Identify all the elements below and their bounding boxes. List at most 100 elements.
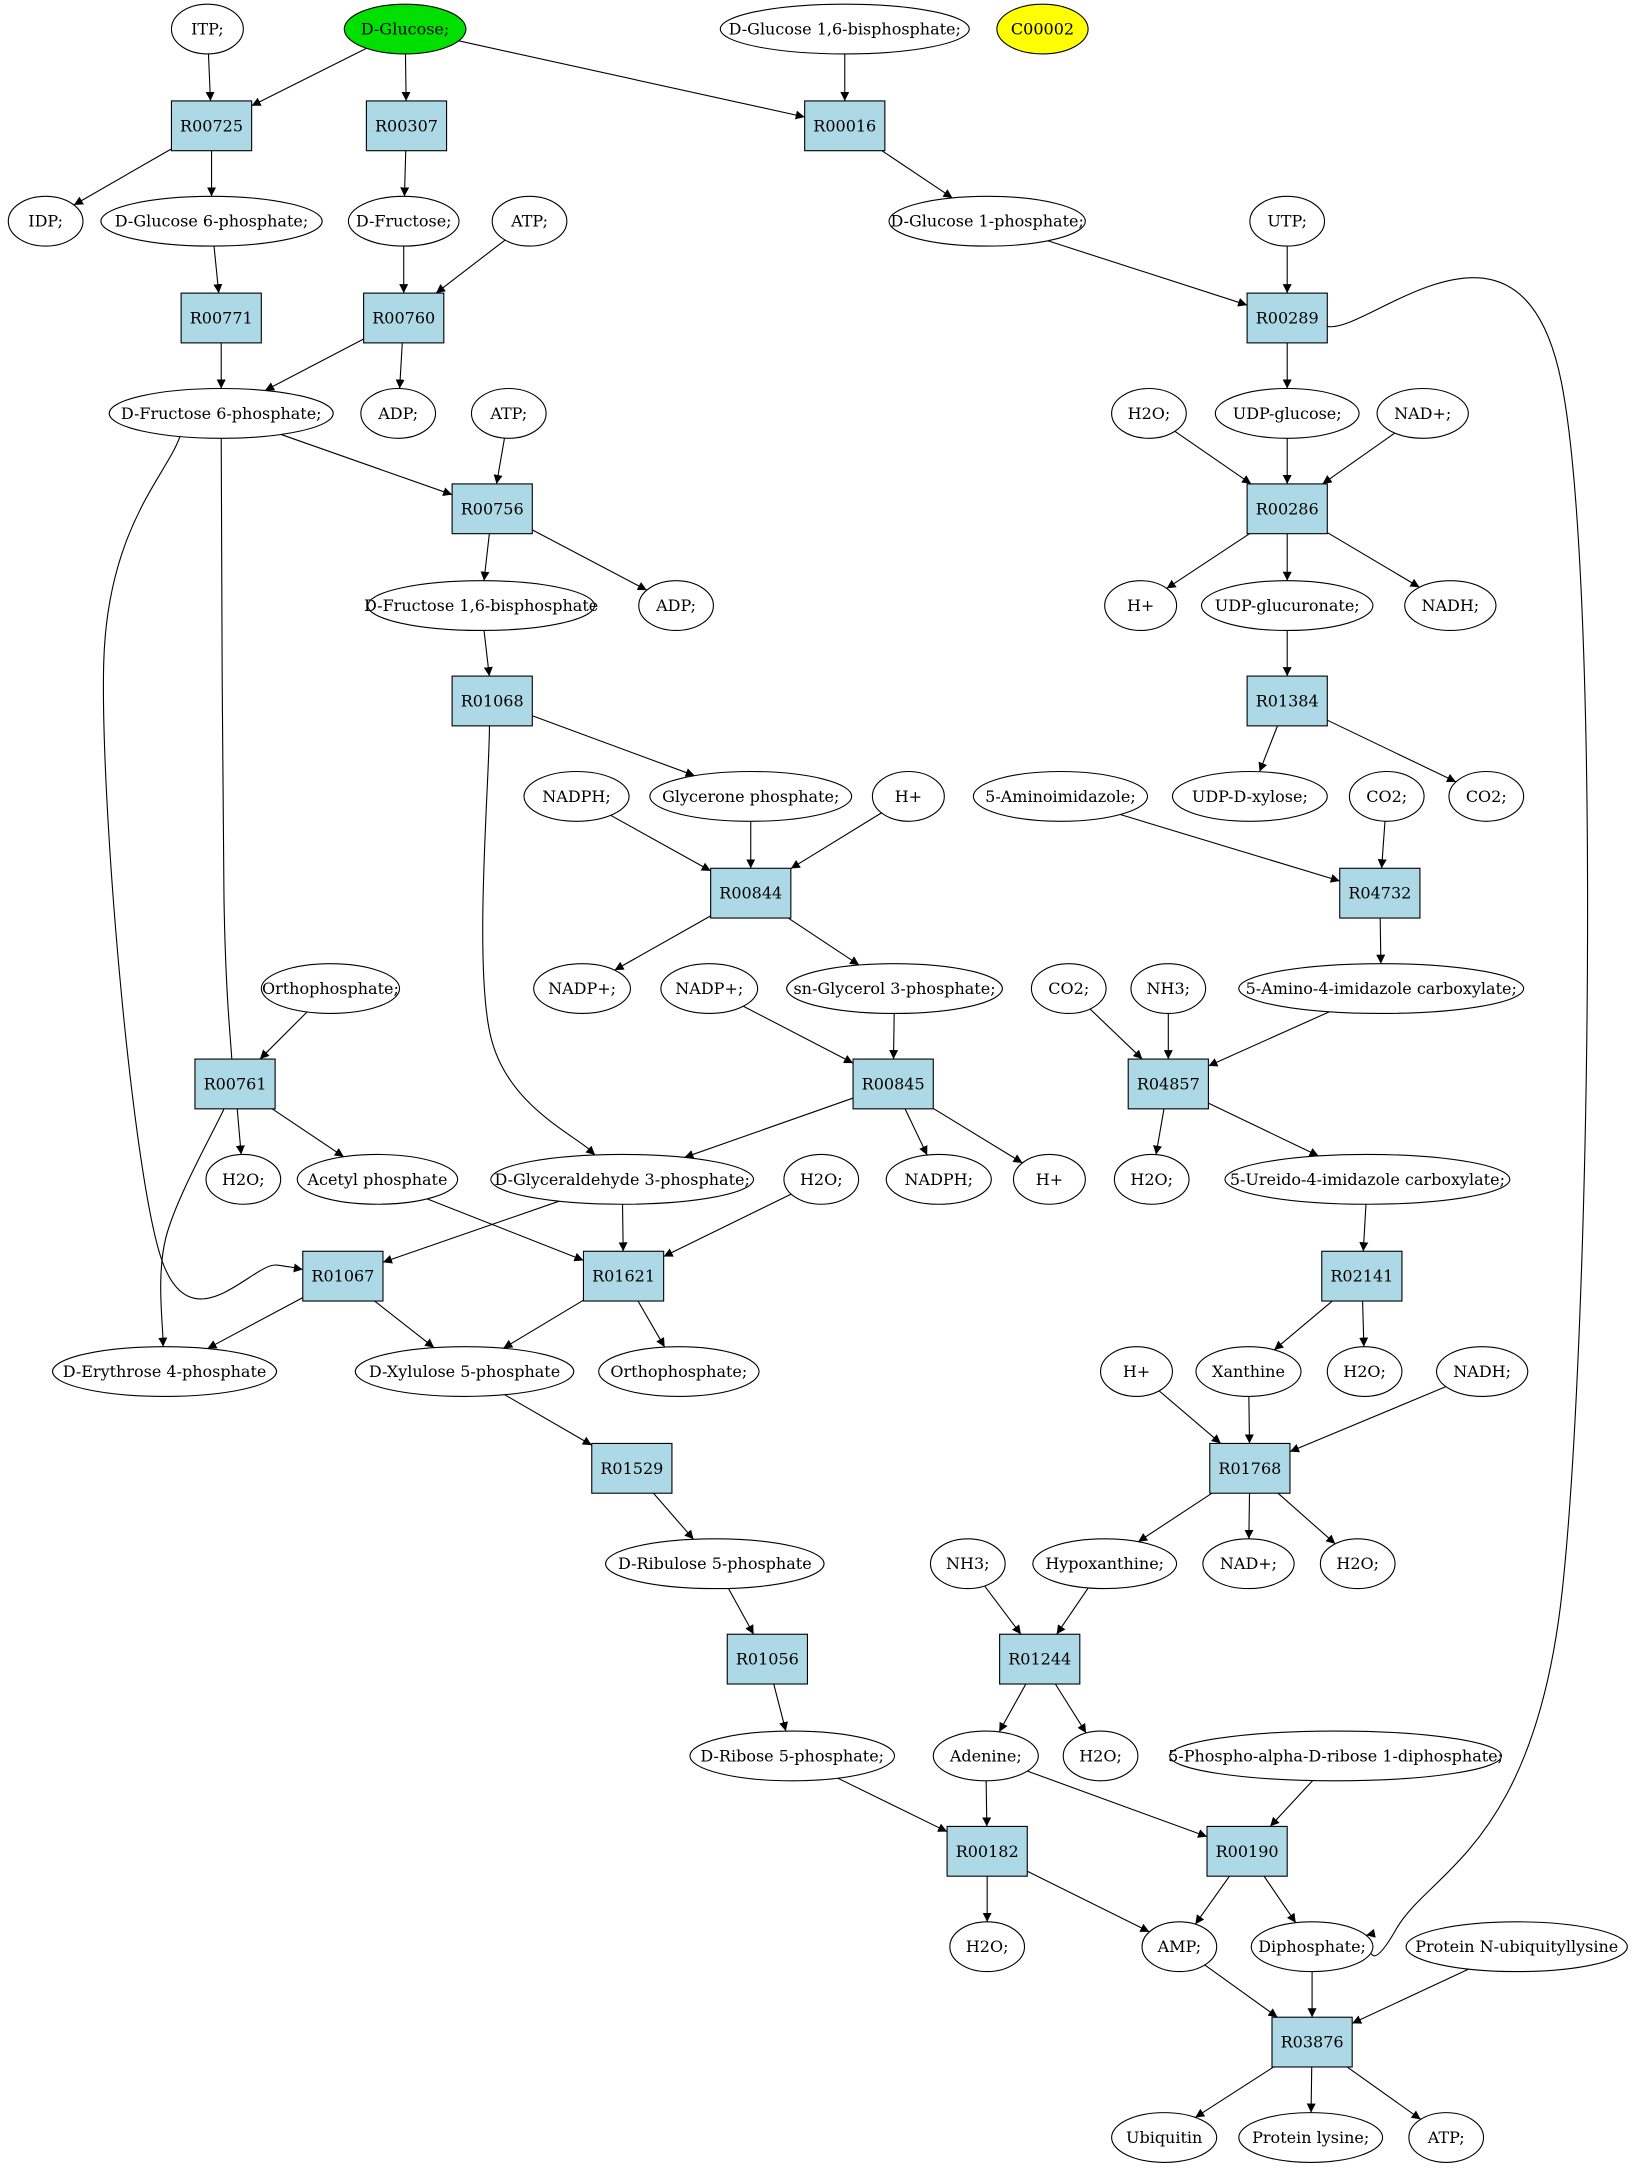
compound-node-nad1[interactable]: NAD+;: [1376, 387, 1469, 439]
compound-node-udpxyl[interactable]: UDP-D-xylose;: [1171, 770, 1328, 822]
compound-node-nh3_b[interactable]: NH3;: [929, 1538, 1006, 1590]
compound-node-protlys[interactable]: Protein lysine;: [1238, 2112, 1384, 2163]
edge-r_R01056-to-c_r5p: [773, 1683, 788, 1732]
compound-node-adp1[interactable]: ADP;: [360, 387, 437, 439]
compound-node-f6p[interactable]: D-Fructose 6-phosphate;: [108, 387, 334, 439]
compound-node-e4p[interactable]: D-Erythrose 4-phosphate: [51, 1346, 278, 1397]
compound-node-co2_b[interactable]: CO2;: [1448, 770, 1525, 822]
reaction-node-r01068[interactable]: R01068: [451, 675, 533, 727]
edge-c_f6p-to-r_R00761: [220, 402, 237, 1079]
compound-node-atp3[interactable]: ATP;: [1408, 2112, 1485, 2163]
reaction-node-r00307[interactable]: R00307: [365, 100, 448, 152]
compound-node-nadph1[interactable]: NADPH;: [523, 770, 630, 822]
reaction-node-r00289[interactable]: R00289: [1246, 292, 1328, 344]
edge-r_R00725-to-c_idp: [73, 148, 172, 206]
compound-node-gnp[interactable]: Glycerone phosphate;: [649, 770, 853, 822]
compound-node-prpp[interactable]: 5-Phospho-alpha-D-ribose 1-diphosphate;: [1168, 1730, 1503, 1782]
compound-node-idp[interactable]: IDP;: [7, 195, 84, 247]
node-label: R00760: [372, 308, 435, 327]
node-label: Xanthine: [1212, 1362, 1285, 1381]
compound-node-aminoimid[interactable]: 5-Aminoimidazole;: [972, 770, 1149, 822]
compound-node-gap[interactable]: D-Glyceraldehyde 3-phosphate;: [490, 1153, 755, 1205]
edge-c_uicarb-to-r_R02141: [1359, 1204, 1369, 1252]
reaction-node-r00182[interactable]: R00182: [946, 1825, 1028, 1877]
compound-node-hp_d[interactable]: H+: [1100, 1346, 1173, 1397]
compound-node-hp_c[interactable]: H+: [1012, 1153, 1086, 1205]
compound-ellipse: [1214, 387, 1360, 439]
reaction-node-r01384[interactable]: R01384: [1246, 675, 1328, 727]
reaction-node-r01244[interactable]: R01244: [999, 1633, 1081, 1685]
reaction-node-r04857[interactable]: R04857: [1127, 1058, 1209, 1110]
reaction-node-r00844[interactable]: R00844: [710, 867, 792, 919]
compound-node-g3p[interactable]: sn-Glycerol 3-phosphate;: [786, 963, 1003, 1014]
compound-node-r5p[interactable]: D-Ribose 5-phosphate;: [689, 1730, 896, 1782]
compound-node-xanthine[interactable]: Xanthine: [1195, 1346, 1302, 1397]
compound-node-h2o_c[interactable]: H2O;: [783, 1153, 860, 1205]
compound-node-adp2[interactable]: ADP;: [638, 580, 714, 632]
compound-node-nad2[interactable]: NAD+;: [1202, 1538, 1295, 1590]
compound-node-adenine[interactable]: Adenine;: [932, 1730, 1039, 1782]
compound-node-nadh1[interactable]: NADH;: [1404, 580, 1497, 632]
reaction-node-r01529[interactable]: R01529: [591, 1442, 673, 1494]
compound-node-h2o_f[interactable]: H2O;: [1319, 1538, 1396, 1590]
reaction-node-r01768[interactable]: R01768: [1209, 1442, 1291, 1494]
reaction-node-r00761[interactable]: R00761: [194, 1058, 276, 1110]
compound-node-utp[interactable]: UTP;: [1249, 195, 1326, 247]
reaction-node-r00771[interactable]: R00771: [180, 292, 262, 344]
node-label: ADP;: [655, 596, 696, 615]
compound-node-nadph2[interactable]: NADPH;: [885, 1153, 992, 1205]
edge-c_f16bp-to-r_R01068: [483, 630, 493, 677]
reaction-node-r00286[interactable]: R00286: [1246, 483, 1328, 535]
compound-node-udpglc[interactable]: UDP-glucose;: [1214, 387, 1360, 439]
compound-node-udpglcua[interactable]: UDP-glucuronate;: [1200, 580, 1374, 632]
compound-node-acetylp[interactable]: Acetyl phosphate: [296, 1153, 459, 1205]
compound-node-c00002[interactable]: C00002: [996, 3, 1089, 55]
reaction-node-r01056[interactable]: R01056: [726, 1633, 808, 1685]
compound-node-fructose[interactable]: D-Fructose;: [347, 195, 460, 247]
compound-node-hp_a[interactable]: H+: [1104, 580, 1178, 632]
compound-node-amp[interactable]: AMP;: [1141, 1921, 1218, 1973]
reaction-node-r01067[interactable]: R01067: [302, 1250, 384, 1302]
reaction-node-r00756[interactable]: R00756: [451, 483, 533, 535]
reaction-node-r04732[interactable]: R04732: [1339, 867, 1421, 919]
compound-node-g16bp[interactable]: D-Glucose 1,6-bisphosphate;: [719, 3, 970, 55]
reaction-node-r00725[interactable]: R00725: [170, 100, 253, 152]
compound-node-x5p[interactable]: D-Xylulose 5-phosphate: [354, 1346, 575, 1397]
compound-node-co2_c[interactable]: CO2;: [1030, 963, 1107, 1014]
compound-node-nadp2[interactable]: NADP+;: [660, 963, 759, 1014]
compound-node-h2o_e[interactable]: H2O;: [1326, 1346, 1403, 1397]
compound-node-g6p[interactable]: D-Glucose 6-phosphate;: [100, 195, 323, 247]
compound-node-nh3_a[interactable]: NH3;: [1130, 963, 1207, 1014]
compound-node-co2_a[interactable]: CO2;: [1348, 770, 1425, 822]
compound-node-aicarb[interactable]: 5-Amino-4-imidazole carboxylate;: [1238, 963, 1525, 1014]
compound-node-ru5p[interactable]: D-Ribulose 5-phosphate: [605, 1538, 825, 1590]
reaction-node-r00016[interactable]: R00016: [804, 100, 886, 152]
reaction-node-r01621[interactable]: R01621: [582, 1250, 665, 1302]
compound-node-diphos[interactable]: Diphosphate;: [1250, 1921, 1374, 1973]
compound-node-hp_b[interactable]: H+: [871, 770, 945, 822]
reaction-node-r03876[interactable]: R03876: [1271, 2016, 1353, 2068]
compound-node-h2o_b[interactable]: H2O;: [205, 1153, 282, 1205]
compound-node-h2o_a[interactable]: H2O;: [1111, 387, 1187, 439]
compound-node-protubq[interactable]: Protein N-ubiquityllysine: [1405, 1921, 1628, 1973]
compound-node-g1p[interactable]: D-Glucose 1-phosphate;: [888, 195, 1086, 247]
reaction-node-r00845[interactable]: R00845: [852, 1058, 934, 1110]
compound-node-nadp1[interactable]: NADP+;: [533, 963, 632, 1014]
compound-node-itp[interactable]: ITP;: [170, 3, 244, 55]
compound-node-glucose[interactable]: D-Glucose;: [343, 3, 467, 55]
compound-node-atp1[interactable]: ATP;: [491, 195, 568, 247]
compound-node-nadh2[interactable]: NADH;: [1435, 1346, 1529, 1397]
reaction-node-r02141[interactable]: R02141: [1321, 1250, 1403, 1302]
compound-node-h2o_h[interactable]: H2O;: [949, 1921, 1026, 1973]
compound-node-uicarb[interactable]: 5-Ureido-4-imidazole carboxylate;: [1224, 1153, 1511, 1205]
reaction-node-r00190[interactable]: R00190: [1206, 1825, 1288, 1877]
compound-node-orthop2[interactable]: Orthophosphate;: [598, 1346, 760, 1397]
reaction-node-r00760[interactable]: R00760: [363, 292, 445, 344]
compound-node-h2o_d[interactable]: H2O;: [1113, 1153, 1190, 1205]
compound-node-h2o_g[interactable]: H2O;: [1062, 1730, 1139, 1782]
compound-node-f16bp[interactable]: D-Fructose 1,6-bisphosphate: [364, 580, 598, 632]
compound-node-ubiquitin[interactable]: Ubiquitin: [1111, 2112, 1218, 2163]
compound-node-hypox[interactable]: Hypoxanthine;: [1032, 1538, 1178, 1590]
compound-node-atp2[interactable]: ATP;: [470, 387, 547, 439]
compound-node-orthop1[interactable]: Orthophosphate;: [260, 963, 401, 1014]
